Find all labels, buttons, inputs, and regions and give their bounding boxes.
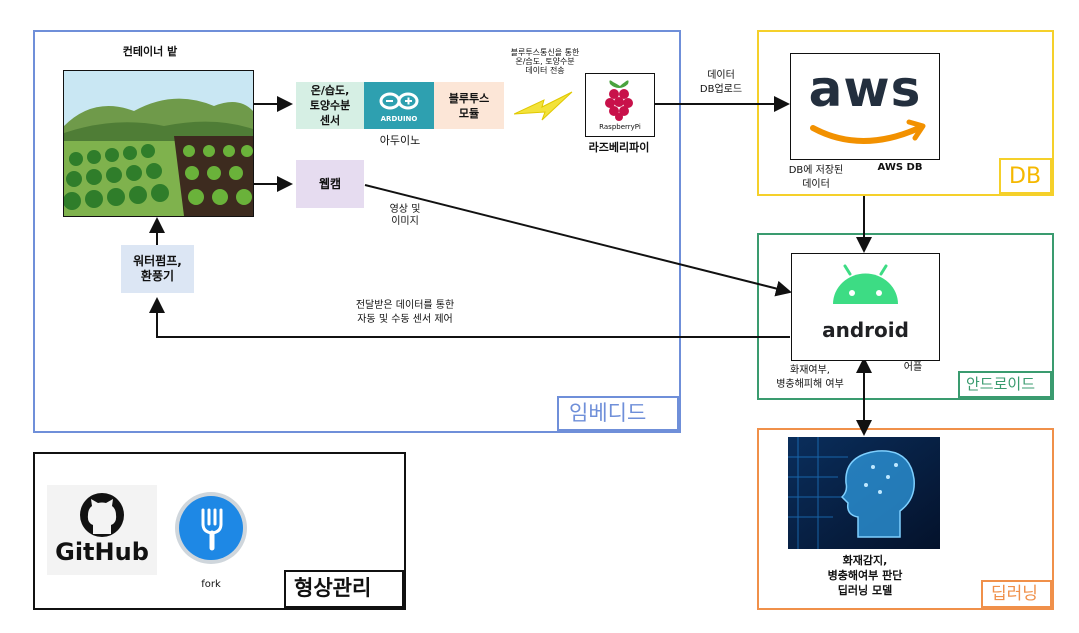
arduino-box: ARDUINO [364,82,434,129]
android-region [757,233,1054,400]
aws-db-label: AWS DB [877,162,923,173]
raspberry-pi-label: 라즈베리파이 [588,141,650,154]
deep-learning-note: 화재감지, 병충해여부 판단 딥러닝 모델 [827,554,903,597]
fork-label: fork [201,579,221,590]
raspberry-pi-box: RaspberryPi [585,73,655,137]
db-region-label: DB [999,158,1052,194]
aws-box: aws [790,53,940,160]
deep-learning-region [757,428,1054,610]
field-title: 컨테이너 밭 [122,45,178,58]
android-box: android [791,253,940,361]
ai-head-image [788,437,940,549]
pump-box: 워터펌프, 환풍기 [121,245,194,293]
fork-app-icon [173,490,249,566]
version-control-region [33,452,406,610]
github-octocat-icon [80,493,124,537]
lightning-bolt-icon [513,90,574,122]
github-logo-text: GitHub [55,538,149,566]
github-logo: GitHub [47,485,157,575]
aws-logo-icon [810,119,926,144]
bluetooth-box: 블루투스 모듈 [434,82,504,129]
android-app-label: 어플 [903,362,923,373]
bluetooth-note: 블루투스통신을 통한 온/습도, 토양수분 데이터 전송 [510,48,580,75]
version-control-region-label: 형상관리 [284,570,404,608]
webcam-note: 영상 및 이미지 [389,204,421,227]
farm-field-icon [64,71,253,216]
embedded-region-label: 임베디드 [557,396,679,431]
container-field-illustration [63,70,254,217]
arduino-logo-icon [379,92,419,110]
control-note: 전달받은 데이터를 통한 자동 및 수동 센서 제어 [355,300,455,325]
android-robot-icon [833,264,898,304]
arduino-logo-text: ARDUINO [380,115,418,123]
webcam-box: 웹캠 [296,160,364,208]
aws-logo-text: aws [808,60,922,118]
arrow-android-to-pump [149,297,790,338]
upload-note: 데이터 DB업로드 [699,70,743,95]
android-region-label: 안드로이드 [958,371,1052,398]
sensor-box: 온/습도, 토양수분 센서 [296,82,364,129]
stored-note: DB에 저장된 데이터 [788,165,844,190]
embedded-region [33,30,681,433]
db-region [757,30,1054,196]
arduino-label: 아두이노 [379,134,421,147]
raspberry-pi-icon [605,80,633,121]
raspberry-logo-text: RaspberryPi [599,123,641,131]
android-status-note: 화재여부, 병충해피해 여부 [776,365,844,390]
android-logo-text: android [822,318,909,342]
ai-head-icon [788,437,940,549]
arrow-webcam-to-android [364,184,792,297]
deep-learning-region-label: 딥러닝 [981,580,1052,608]
